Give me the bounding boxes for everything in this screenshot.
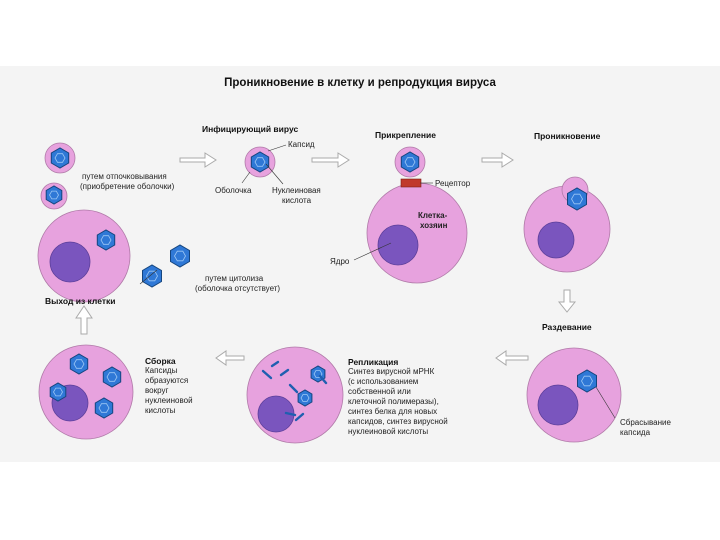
virus-capsid	[577, 369, 597, 393]
virion-assembly-2	[102, 366, 122, 388]
virus-nucleic-acid	[146, 270, 158, 282]
replication-line: нуклеиновой кислоты	[348, 427, 429, 436]
stage-title-infecting-virus: Инфицирующий вирус	[202, 124, 299, 134]
nucleus-penetration	[537, 221, 575, 259]
virus-capsid	[50, 147, 70, 169]
label-lysis-1: путем цитолиза	[205, 274, 264, 283]
arrow-to-replication	[495, 350, 529, 366]
virus-capsid	[102, 366, 122, 388]
flow-arrows	[75, 152, 577, 366]
replication-line: собственной или	[348, 387, 411, 396]
arrow-to-infecting	[179, 152, 217, 168]
replication-line: (с использованием	[348, 377, 419, 386]
virus-nucleic-acid	[73, 359, 85, 369]
arrow-to-exit	[75, 305, 93, 335]
label-host-cell-2: хозяин	[420, 221, 448, 230]
label-envelope: Оболочка	[215, 186, 252, 195]
virus-capsid	[250, 151, 270, 173]
virus-nucleic-acid	[404, 157, 416, 167]
virion-exit-inside	[96, 229, 116, 251]
virus-capsid	[94, 397, 114, 419]
assembly-line: кислоты	[145, 406, 176, 415]
virus-nucleic-acid	[300, 394, 310, 402]
nucleus-uncoating	[537, 384, 579, 426]
page-title: Проникновение в клетку и репродукция вир…	[224, 77, 496, 89]
cell-replication	[246, 346, 344, 444]
receptor	[400, 178, 422, 188]
nucleus-attachment	[377, 224, 419, 266]
replication-line: клеточной полимеразы),	[348, 397, 439, 406]
arrow-to-assembly	[215, 350, 245, 366]
replication-line: Синтез вирусной мРНК	[348, 367, 435, 376]
virus-nucleic-acid	[106, 372, 118, 382]
nucleus-exit	[49, 241, 91, 283]
stage-title-uncoating: Раздевание	[542, 322, 592, 332]
virus-capsid	[69, 353, 89, 375]
virion-uncoating	[577, 369, 597, 393]
label-nucleus: Ядро	[330, 257, 350, 266]
virus-capsid	[297, 389, 313, 407]
virion-assembly-4	[49, 382, 67, 402]
virus-capsid	[49, 382, 67, 402]
virion-attaching	[394, 146, 426, 178]
leader-lines	[139, 144, 616, 419]
virus-nucleic-acid	[100, 235, 112, 245]
assembly-line: вокруг	[145, 386, 169, 395]
replication-fragments	[261, 360, 328, 422]
virion-budded	[44, 142, 76, 174]
label-nucleic-acid-2: кислота	[282, 196, 312, 205]
stage-title-exit: Выход из клетки	[45, 296, 116, 306]
arrow-to-uncoating	[557, 289, 577, 313]
virion-assembly-3	[94, 397, 114, 419]
replication-line: синтез белка для новых	[348, 407, 438, 416]
replication-description: Синтез вирусной мРНК (с использованием с…	[348, 367, 448, 437]
virus-nucleic-acid	[571, 193, 583, 205]
label-budding-1: путем отпочковывания	[82, 172, 167, 181]
label-lysis-2: (оболочка отсутствует)	[195, 284, 281, 293]
assembly-line: образуются	[145, 376, 189, 385]
virion-replication-1	[297, 389, 313, 407]
virus-capsid	[45, 185, 63, 205]
arrow-to-penetration	[481, 152, 514, 168]
label-nucleic-acid-1: Нуклеиновая	[272, 186, 321, 195]
virion-assembly-1	[69, 353, 89, 375]
stage-title-penetration: Проникновение	[534, 131, 601, 141]
stage-title-assembly: Сборка	[145, 356, 176, 366]
virus-capsid	[142, 264, 162, 288]
virus-capsid	[96, 229, 116, 251]
virion-penetrating	[567, 187, 587, 211]
replication-line: капсидов, синтез вирусной	[348, 417, 448, 426]
stage-title-attachment: Прикрепление	[375, 130, 436, 140]
label-capsid: Капсид	[288, 140, 315, 149]
virion-lysis-1	[170, 244, 190, 268]
assembly-line: Капсиды	[145, 366, 178, 375]
arrow-to-attachment	[311, 152, 350, 168]
label-host-cell-1: Клетка-	[418, 211, 448, 220]
virus-nucleic-acid	[581, 375, 593, 387]
virus-nucleic-acid	[53, 387, 63, 397]
label-receptor: Рецептор	[435, 179, 471, 188]
virion-budding	[45, 185, 63, 205]
virus-capsid	[567, 187, 587, 211]
virus-nucleic-acid	[174, 250, 186, 262]
virus-nucleic-acid	[254, 157, 266, 167]
virus-nucleic-acid	[54, 153, 66, 163]
assembly-line: нуклеиновой	[145, 396, 193, 405]
stage-title-replication: Репликация	[348, 357, 399, 367]
virus-nucleic-acid	[49, 190, 59, 200]
virus-capsid	[400, 151, 420, 173]
virus-nucleic-acid	[98, 403, 110, 413]
virion-lysis-2	[142, 264, 162, 288]
label-budding-2: (приобретение оболочки)	[80, 182, 175, 191]
label-capsid-shedding-1: Сбрасывание	[620, 418, 671, 427]
virus-capsid	[170, 244, 190, 268]
virion-infecting	[244, 146, 276, 178]
label-capsid-shedding-2: капсида	[620, 428, 651, 437]
assembly-description: Капсиды образуются вокруг нуклеиновой ки…	[145, 366, 193, 416]
